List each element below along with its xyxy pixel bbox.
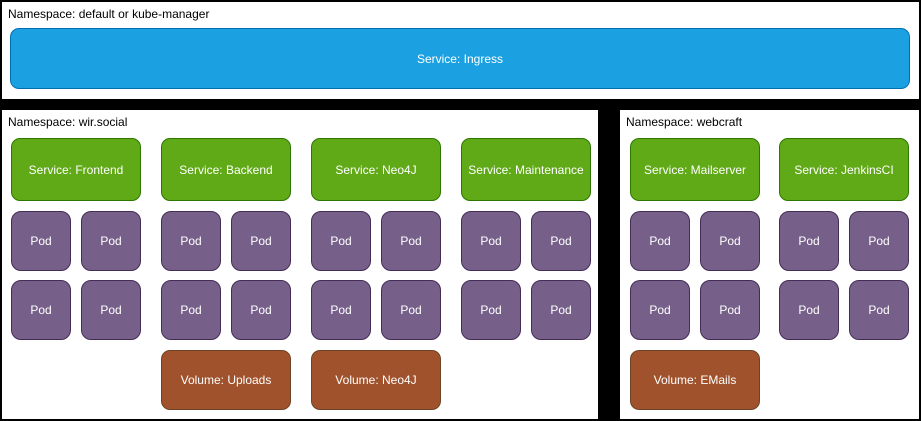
service-group-neo4j: Service: Neo4J Pod Pod Pod Pod Volume: N… — [311, 110, 441, 419]
service-node-neo4j: Service: Neo4J — [311, 138, 441, 201]
volume-node-emails: Volume: EMails — [630, 350, 760, 410]
namespace-label: Namespace: webcraft — [626, 115, 743, 129]
service-label: Service: JenkinsCI — [794, 162, 894, 177]
service-label: Service: Ingress — [416, 51, 504, 66]
volume-node-uploads: Volume: Uploads — [161, 350, 291, 410]
service-group-backend: Service: Backend Pod Pod Pod Pod Volume:… — [161, 110, 291, 419]
pod-node: Pod — [531, 211, 591, 271]
service-group-jenkinsci: Service: JenkinsCI Pod Pod Pod Pod — [779, 110, 909, 419]
pod-node: Pod — [849, 211, 909, 271]
namespace-label: Namespace: wir.social — [8, 115, 128, 129]
pod-node: Pod — [700, 280, 760, 340]
pod-node: Pod — [11, 280, 71, 340]
pod-node: Pod — [81, 211, 141, 271]
namespace-panel-default: Namespace: default or kube-manager Servi… — [2, 2, 919, 99]
pod-node: Pod — [630, 211, 690, 271]
volume-node-neo4j: Volume: Neo4J — [311, 350, 441, 410]
pod-node: Pod — [381, 280, 441, 340]
pod-node: Pod — [531, 280, 591, 340]
service-group-maintenance: Service: Maintenance Pod Pod Pod Pod — [461, 110, 591, 419]
pod-node: Pod — [231, 280, 291, 340]
service-group-mailserver: Service: Mailserver Pod Pod Pod Pod Volu… — [630, 110, 760, 419]
pod-node: Pod — [161, 280, 221, 340]
service-node-ingress: Service: Ingress — [10, 28, 910, 89]
service-node-frontend: Service: Frontend — [11, 138, 141, 201]
pod-node: Pod — [11, 211, 71, 271]
pod-node: Pod — [849, 280, 909, 340]
volume-label: Volume: Uploads — [180, 373, 272, 387]
volume-label: Volume: Neo4J — [335, 373, 417, 387]
pod-node: Pod — [461, 211, 521, 271]
pod-node: Pod — [161, 211, 221, 271]
volume-label: Volume: EMails — [653, 373, 737, 387]
service-node-jenkinsci: Service: JenkinsCI — [779, 138, 909, 201]
pod-node: Pod — [779, 211, 839, 271]
pod-node: Pod — [81, 280, 141, 340]
pod-node: Pod — [630, 280, 690, 340]
service-label: Service: Maintenance — [468, 162, 584, 177]
service-label: Service: Backend — [179, 162, 273, 177]
pod-node: Pod — [779, 280, 839, 340]
service-label: Service: Mailserver — [643, 162, 747, 177]
service-group-frontend: Service: Frontend Pod Pod Pod Pod — [11, 110, 141, 419]
service-label: Service: Frontend — [28, 162, 124, 177]
service-node-maintenance: Service: Maintenance — [461, 138, 591, 201]
pod-node: Pod — [381, 211, 441, 271]
pod-node: Pod — [311, 280, 371, 340]
namespace-panel-wir-social: Namespace: wir.social Service: Frontend … — [2, 110, 598, 419]
pod-node: Pod — [461, 280, 521, 340]
pod-node: Pod — [231, 211, 291, 271]
service-node-backend: Service: Backend — [161, 138, 291, 201]
service-label: Service: Neo4J — [335, 162, 417, 177]
pod-node: Pod — [311, 211, 371, 271]
namespace-label: Namespace: default or kube-manager — [8, 7, 210, 21]
pod-node: Pod — [700, 211, 760, 271]
service-node-mailserver: Service: Mailserver — [630, 138, 760, 201]
namespace-panel-webcraft: Namespace: webcraft Service: Mailserver … — [620, 110, 919, 419]
